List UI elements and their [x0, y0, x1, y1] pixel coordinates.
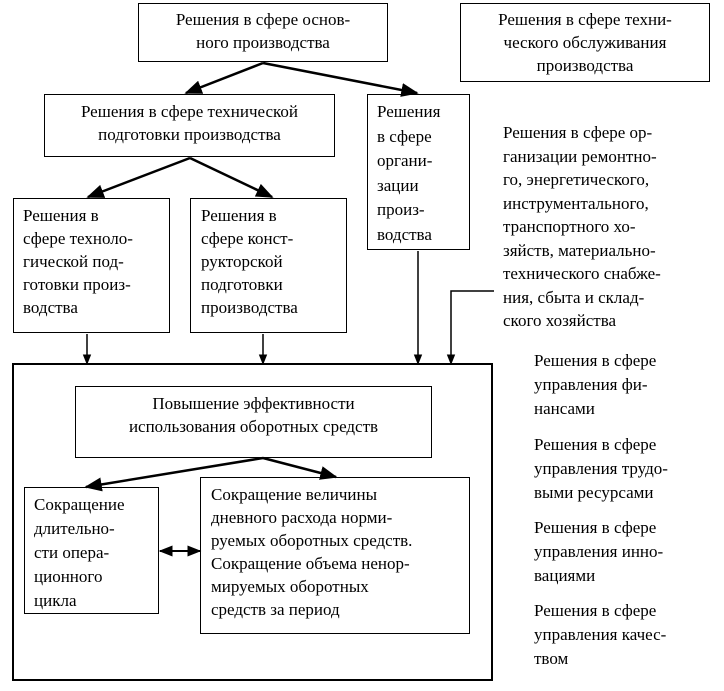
arrow-main-to-org	[262, 61, 419, 97]
box-efficiency: Повышение эффективности использования об…	[75, 386, 432, 458]
text-quality: Решения в сфере управления качес- твом	[534, 601, 667, 668]
text-finance: Решения в сфере управления фи- нансами	[534, 351, 657, 418]
arrow-repair-supply-down	[446, 290, 494, 366]
arrow-techprep-to-technological	[86, 156, 191, 199]
text-innovation: Решения в сфере управления инно- вациями	[534, 518, 664, 585]
arrow-main-to-techprep	[184, 61, 264, 95]
box-production-org: Решения в сфере органи- зации произ- вод…	[367, 94, 470, 250]
box-technological-prep: Решения в сфере техноло- гической под- г…	[13, 198, 170, 333]
box-tech-service: Решения в сфере техни- ческого обслужива…	[460, 3, 710, 82]
box-tech-preparation: Решения в сфере технической подготовки п…	[44, 94, 335, 157]
arrow-techprep-to-design	[189, 156, 274, 199]
efficiency-frame	[12, 363, 493, 681]
box-expense-reduction: Сокращение величины дневного расхода нор…	[200, 477, 470, 634]
box-main-production: Решения в сфере основ- ного производства	[138, 3, 388, 62]
box-cycle-reduction: Сокращение длительно- сти опера- ционног…	[24, 487, 159, 614]
text-repair-supply: Решения в сфере ор- ганизации ремонтно- …	[503, 123, 661, 330]
box-design-prep: Решения в сфере конст- рукторской подгот…	[190, 198, 347, 333]
text-labor: Решения в сфере управления трудо- выми р…	[534, 435, 668, 502]
